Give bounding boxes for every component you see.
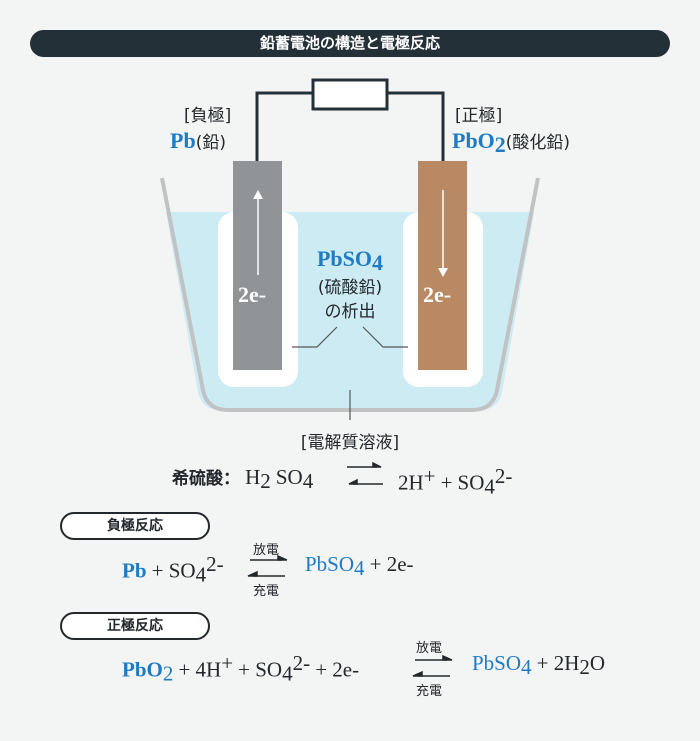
sub: 4 [372,250,384,276]
t: Pb [122,558,147,583]
negative-label: [負極] [184,106,232,126]
t: + [221,651,234,675]
electrolyte-label: [電解質溶液] [300,433,400,453]
t: + 2H [536,651,580,675]
eq-label: 希硫酸： [172,469,240,489]
wire [255,91,445,161]
negative-reaction-rhs: PbSO4 + 2e- [305,552,414,581]
t: PbSO [472,651,522,675]
positive-formula: PbO [452,128,495,153]
precipitate-label: PbSO4 (硫酸鉛) の析出 [300,246,400,324]
t: + [440,470,453,495]
charge-label: 充電 [416,684,443,699]
charge-label: 充電 [253,584,280,599]
reaction-arrow-pos [412,654,453,677]
t: SO [275,465,303,489]
t: + SO [151,558,196,583]
t: 2- [292,651,311,675]
electron-label-left: 2e- [238,282,267,307]
t: PbO [122,657,163,682]
reaction-arrow-neg [247,554,288,577]
t: 2- [206,552,224,576]
negative-formula: Pb [170,128,196,153]
t: + SO [238,657,283,682]
negative-name: (鉛) [195,133,226,153]
t: 2 [260,469,271,494]
positive-label: [正極] [455,106,503,126]
dilute-rhs: 2H+ + SO42- [398,464,512,500]
t: 4 [484,474,495,499]
negative-reaction-lhs: Pb + SO42- [122,552,224,588]
t: O [589,651,606,675]
positive-reaction-title: 正極反応 [60,612,210,640]
title-bar: 鉛蓄電池の構造と電極反応 [30,30,670,57]
precipitate-desc: の析出 [324,302,376,323]
t: 4 [302,469,314,494]
t: PbSO [305,552,355,576]
t: 2 [162,661,174,686]
t: + [423,464,436,488]
positive-reaction-rhs: PbSO4 + 2H2O [472,651,605,680]
t: H [245,465,261,489]
positive-material: PbO2(酸化鉛) [452,128,570,158]
t: SO [457,470,485,495]
t: 2 [579,655,590,680]
t: + 2e- [315,657,360,682]
pointer-lines [292,326,408,348]
t: 4 [282,661,293,686]
negative-material: Pb(鉛) [170,128,226,154]
discharge-label: 放電 [253,543,280,558]
t: 4 [195,562,207,587]
t: 4 [521,655,532,680]
positive-name: (酸化鉛) [505,133,571,153]
negative-reaction-title: 負極反応 [60,512,210,540]
discharge-label: 放電 [416,641,443,656]
sub: 2 [494,132,506,158]
t: 4 [354,556,365,581]
t: 2- [494,464,513,488]
precipitate-formula: PbSO [316,246,373,271]
positive-reaction-lhs: PbO2 + 4H+ + SO42- + 2e- [122,651,359,687]
t: + 2e- [369,552,414,576]
equilibrium-arrow-1 [347,461,383,485]
t: + 4H [178,657,222,682]
electron-label-right: 2e- [423,282,452,307]
resistor [311,78,389,111]
t: 2H [398,470,424,495]
precipitate-name: (硫酸鉛) [317,278,383,299]
dilute-equation: 希硫酸： H2 SO4 [172,464,313,494]
